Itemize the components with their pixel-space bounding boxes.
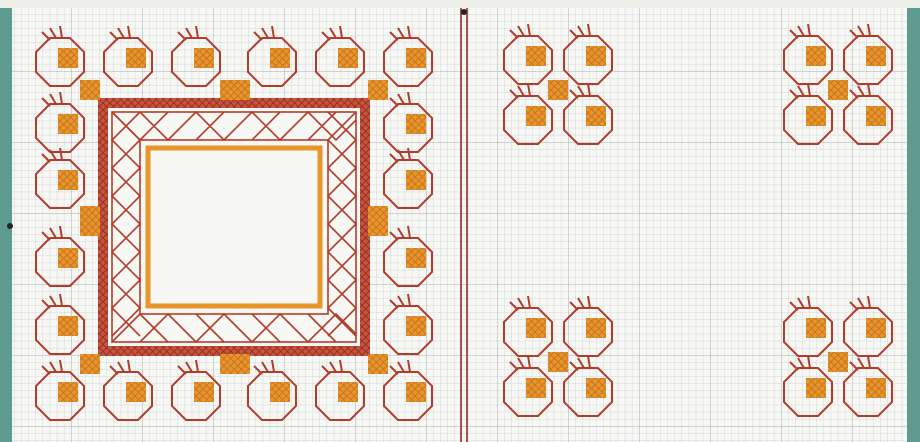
frame-motif [98,98,370,356]
top-edge [0,0,920,8]
right-edge [907,0,920,442]
left-edge [0,0,12,442]
marker-dot [461,9,467,15]
marker-dot-left [7,223,13,229]
